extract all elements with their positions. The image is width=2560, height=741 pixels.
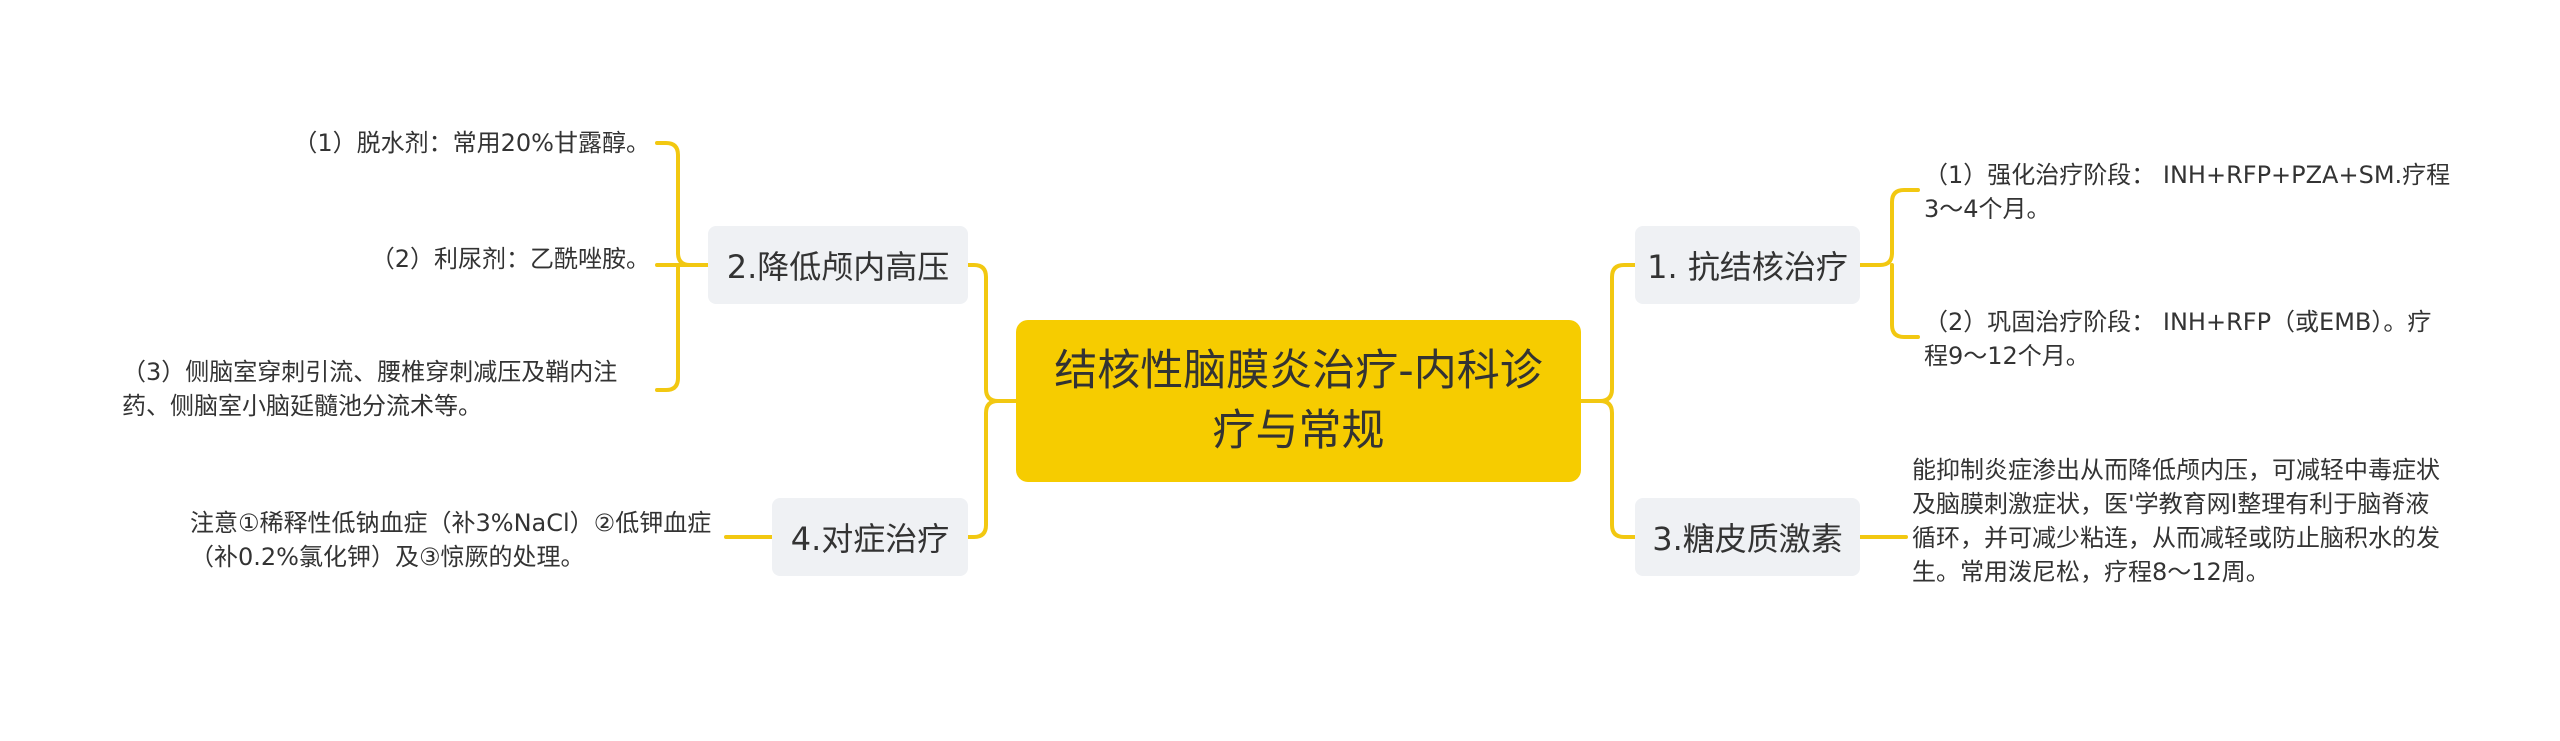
leaf-anti-tb-consolidation[interactable]: （2）巩固治疗阶段： INH+RFP（或EMB）。疗程9～12个月。 bbox=[1924, 305, 2454, 373]
connector-root-to-symptomatic bbox=[966, 399, 1018, 539]
leaf-steroids-detail[interactable]: 能抑制炎症渗出从而降低颅内压，可减轻中毒症状及脑膜刺激症状，医'学教育网l整理有… bbox=[1912, 453, 2452, 589]
connector-reduce-icp-leaves bbox=[655, 141, 710, 392]
branch-steroids[interactable]: 3.糖皮质激素 bbox=[1635, 498, 1860, 576]
branch-symptomatic[interactable]: 4.对症治疗 bbox=[772, 498, 968, 576]
connector-anti-tb-leaves bbox=[1858, 188, 1920, 339]
branch-reduce-icp-label: 2.降低颅内高压 bbox=[726, 248, 950, 286]
leaf-steroids-detail-text: 能抑制炎症渗出从而降低颅内压，可减轻中毒症状及脑膜刺激症状，医'学教育网l整理有… bbox=[1912, 456, 2440, 586]
connector-root-to-steroids bbox=[1579, 399, 1637, 539]
root-node[interactable]: 结核性脑膜炎治疗-内科诊疗与常规 bbox=[1016, 320, 1581, 482]
leaf-symptomatic-detail[interactable]: 注意①稀释性低钠血症（补3%NaCl）②低钾血症（补0.2%氯化钾）及③惊厥的处… bbox=[190, 506, 712, 574]
leaf-dehydrant[interactable]: （1）脱水剂：常用20%甘露醇。 bbox=[240, 126, 650, 160]
branch-anti-tb-label: 1. 抗结核治疗 bbox=[1647, 248, 1848, 286]
branch-anti-tb[interactable]: 1. 抗结核治疗 bbox=[1635, 226, 1860, 304]
connector-root-to-reduce-icp bbox=[966, 263, 1018, 403]
leaf-anti-tb-intensive[interactable]: （1）强化治疗阶段： INH+RFP+PZA+SM.疗程3～4个月。 bbox=[1924, 158, 2454, 226]
leaf-symptomatic-detail-text: 注意①稀释性低钠血症（补3%NaCl）②低钾血症（补0.2%氯化钾）及③惊厥的处… bbox=[190, 509, 712, 571]
branch-symptomatic-label: 4.对症治疗 bbox=[790, 520, 950, 558]
branch-steroids-label: 3.糖皮质激素 bbox=[1652, 520, 1843, 558]
leaf-drainage-text: （3）侧脑室穿刺引流、腰椎穿刺减压及鞘内注药、侧脑室小脑延髓池分流术等。 bbox=[122, 358, 618, 420]
branch-reduce-icp[interactable]: 2.降低颅内高压 bbox=[708, 226, 968, 304]
leaf-diuretic[interactable]: （2）利尿剂：乙酰唑胺。 bbox=[240, 242, 650, 276]
connector-root-to-anti-tb bbox=[1579, 263, 1637, 403]
leaf-diuretic-text: （2）利尿剂：乙酰唑胺。 bbox=[370, 245, 650, 273]
leaf-dehydrant-text: （1）脱水剂：常用20%甘露醇。 bbox=[293, 129, 650, 157]
leaf-anti-tb-intensive-text: （1）强化治疗阶段： INH+RFP+PZA+SM.疗程3～4个月。 bbox=[1924, 161, 2451, 223]
leaf-drainage[interactable]: （3）侧脑室穿刺引流、腰椎穿刺减压及鞘内注药、侧脑室小脑延髓池分流术等。 bbox=[122, 355, 650, 423]
root-title: 结核性脑膜炎治疗-内科诊疗与常规 bbox=[1054, 346, 1543, 456]
leaf-anti-tb-consolidation-text: （2）巩固治疗阶段： INH+RFP（或EMB）。疗程9～12个月。 bbox=[1924, 308, 2432, 370]
